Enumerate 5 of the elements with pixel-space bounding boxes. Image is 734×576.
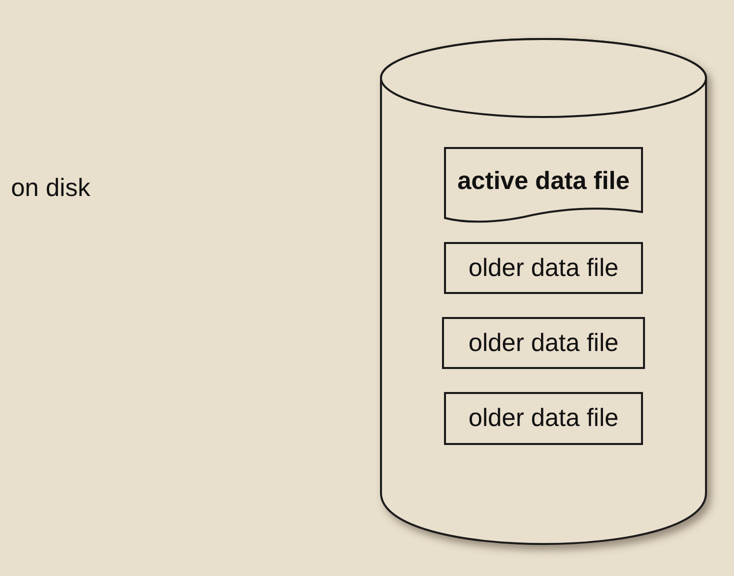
file-box: older data file bbox=[444, 392, 643, 445]
file-box: older data file bbox=[444, 242, 643, 294]
diagram-label: on disk bbox=[11, 174, 90, 203]
file-box: older data file bbox=[442, 317, 645, 369]
document-box: active data file bbox=[444, 147, 643, 224]
